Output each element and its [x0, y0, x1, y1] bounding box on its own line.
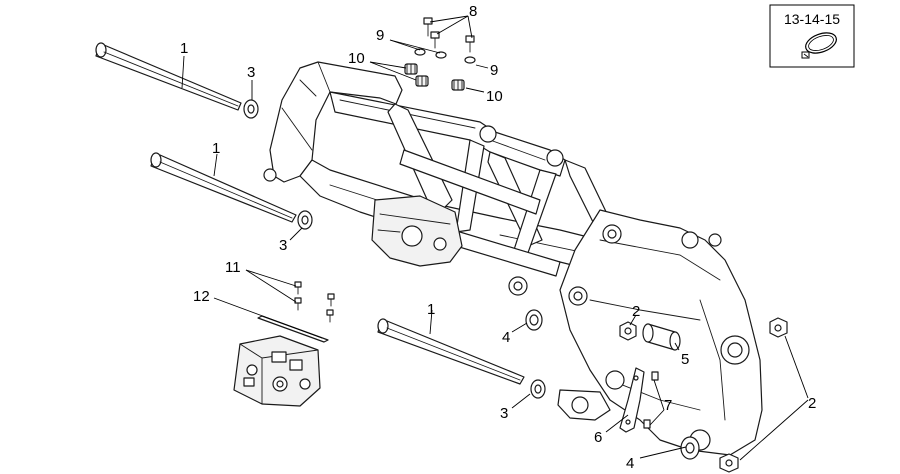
callout-1-lower: 1 [427, 301, 435, 318]
long-bolt-top [95, 42, 242, 111]
nut-right [769, 317, 788, 338]
bolts-group-8 [423, 17, 475, 53]
callout-2-upper: 2 [632, 303, 640, 320]
callout-1-middle: 1 [212, 140, 220, 157]
callout-3-middle: 3 [279, 237, 287, 254]
reference-box-label: 13-14-15 [784, 11, 840, 27]
callout-labels: 1 3 1 3 1 3 4 2 5 2 7 6 4 8 9 10 9 10 11… [180, 3, 816, 472]
callout-3-top: 3 [247, 64, 255, 81]
callout-3-lower: 3 [500, 405, 508, 422]
nut-upper [619, 321, 637, 341]
bushing [642, 323, 681, 351]
gasket-strip [257, 315, 329, 343]
nut-bottom [719, 453, 739, 473]
long-bolt-middle [150, 152, 297, 223]
callout-4-middle: 4 [502, 329, 510, 346]
screw-pair [643, 371, 659, 429]
washer-top [243, 99, 259, 119]
callout-2-right: 2 [808, 395, 816, 412]
callout-10-right: 10 [486, 88, 503, 105]
main-frame [263, 61, 763, 456]
washer-middle [297, 210, 313, 230]
screws-group-11 [294, 281, 335, 323]
callout-7: 7 [664, 397, 672, 414]
callout-12: 12 [193, 288, 210, 305]
callout-8: 8 [469, 3, 477, 20]
callout-6: 6 [594, 429, 602, 446]
callout-5: 5 [681, 351, 689, 368]
spacer-mid [525, 309, 543, 331]
leader-lines [181, 15, 809, 461]
callout-11: 11 [225, 259, 241, 276]
washers-group-9 [414, 48, 476, 64]
reference-box: 13-14-15 [769, 4, 855, 68]
callout-9-left: 9 [376, 27, 384, 44]
springs-group-10 [404, 63, 465, 91]
washer-lower [530, 379, 546, 399]
callout-4-bottom: 4 [626, 455, 634, 472]
long-bolt-lower [377, 318, 525, 385]
hose-clamp-icon [801, 32, 837, 59]
callout-1-top: 1 [180, 40, 188, 57]
abs-module [233, 335, 321, 407]
callout-10-left: 10 [348, 50, 365, 67]
callout-9-right: 9 [490, 62, 498, 79]
